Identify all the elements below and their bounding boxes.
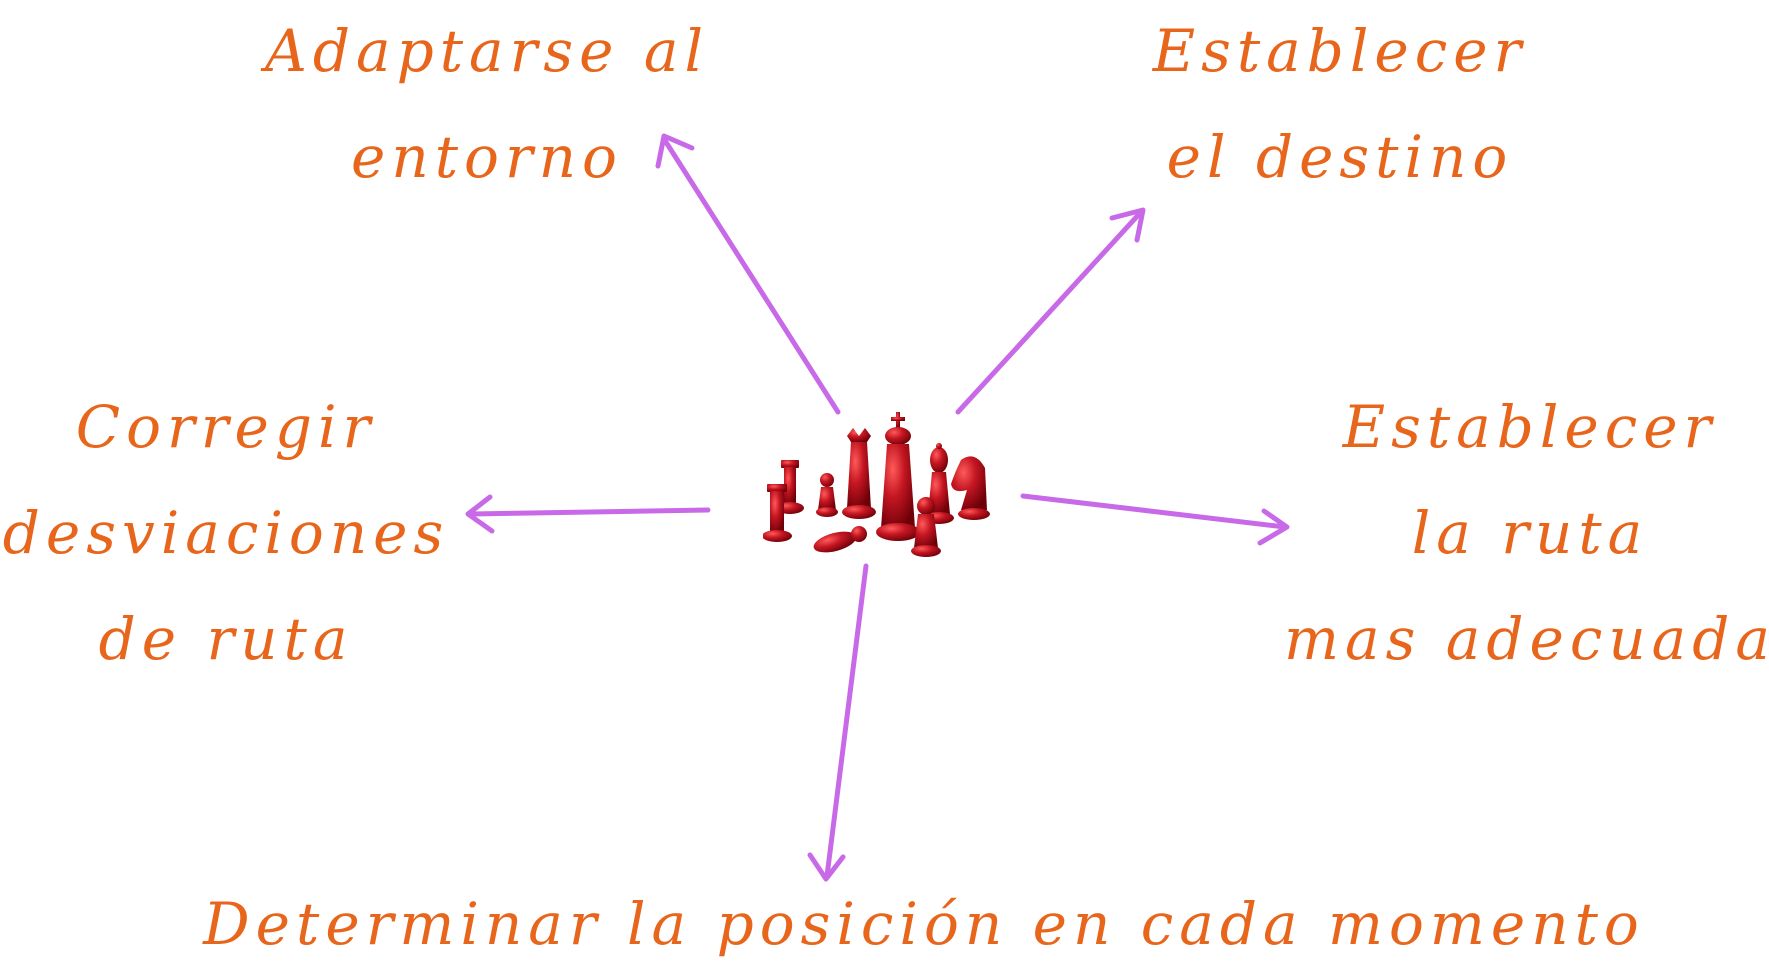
node-bottom: Determinar la posición en cada momento — [203, 895, 1645, 953]
node-left-line2: desviaciones — [2, 499, 450, 567]
node-top-left: Adaptarse al entorno — [265, 22, 709, 186]
node-right-line2: la ruta — [1411, 499, 1649, 567]
node-bottom-line1: Determinar la posición en cada momento — [203, 890, 1645, 958]
node-top-right-line1: Establecer — [1152, 17, 1528, 85]
node-left: Corregir desviaciones de ruta — [3, 398, 450, 668]
node-right: Establecer la ruta mas adecuada — [1284, 398, 1769, 668]
arrow-bottom — [807, 563, 869, 882]
arrow-top-left — [655, 133, 841, 415]
arrow-left — [465, 494, 711, 534]
node-top-right: Establecer el destino — [1153, 22, 1528, 186]
chess-pieces-icon — [763, 412, 990, 557]
node-left-line1: Corregir — [75, 393, 377, 461]
node-top-right-line2: el destino — [1166, 123, 1514, 191]
node-right-line1: Establecer — [1342, 393, 1718, 461]
node-top-left-line2: entorno — [351, 123, 623, 191]
arrow-right — [1020, 493, 1290, 546]
node-left-line3: de ruta — [98, 605, 354, 673]
node-right-line3: mas adecuada — [1284, 605, 1769, 673]
node-top-left-line1: Adaptarse al — [265, 17, 709, 85]
arrow-top-right — [955, 207, 1146, 415]
